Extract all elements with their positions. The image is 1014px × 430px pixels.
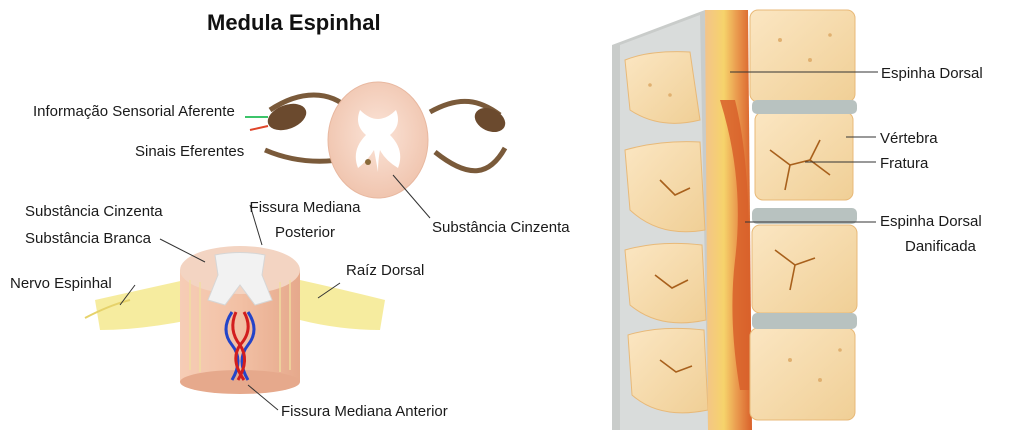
label-afferent: Informação Sensorial Aferente — [33, 103, 235, 121]
diagram-title: Medula Espinhal — [207, 10, 381, 36]
label-anterior-fissure: Fissura Mediana Anterior — [281, 403, 448, 421]
label-damaged-1: Espinha Dorsal — [880, 213, 982, 231]
label-grey-matter-top: Substância Cinzenta — [432, 219, 570, 237]
label-damaged-2: Danificada — [905, 238, 976, 256]
label-spinal-cord: Espinha Dorsal — [881, 65, 983, 83]
label-dorsal-root: Raíz Dorsal — [346, 262, 424, 280]
label-efferent: Sinais Eferentes — [135, 143, 244, 161]
bottom-3d-cord — [85, 246, 385, 394]
label-posterior-fissure-1: Fissura Mediana — [245, 199, 365, 217]
label-grey-matter: Substância Cinzenta — [25, 203, 163, 221]
top-cross-section — [245, 82, 509, 198]
spine-illustration — [612, 10, 857, 430]
label-white-matter: Substância Branca — [25, 230, 151, 248]
label-vertebra: Vértebra — [880, 130, 938, 148]
label-spinal-nerve: Nervo Espinhal — [10, 275, 112, 293]
label-fracture: Fratura — [880, 155, 928, 173]
label-posterior-fissure-2: Posterior — [245, 224, 365, 242]
